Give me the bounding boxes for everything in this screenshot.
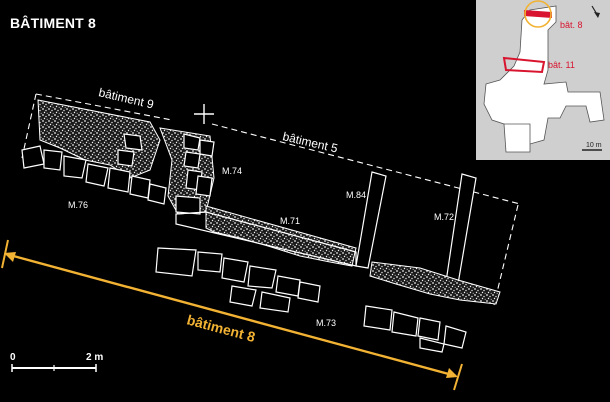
north-arrow-icon (591, 5, 600, 18)
wall-m71-outline (175, 211, 357, 267)
label-m76: M.76 (68, 200, 88, 210)
scale-end: 2 m (86, 352, 103, 363)
label-batiment-8: bâtiment 8 (185, 311, 257, 345)
inset-bat8-outline (524, 10, 552, 18)
scale-zero: 0 (10, 352, 16, 363)
wall-m73-stones (155, 247, 467, 353)
label-m74: M.74 (222, 166, 242, 176)
label-m71: M.71 (280, 216, 300, 226)
label-m72: M.72 (434, 212, 454, 222)
survey-cross-icon (194, 104, 214, 124)
inset-map: bât. 8 bât. 11 10 m (476, 0, 610, 160)
wall-m76-stones (21, 133, 167, 205)
label-batiment-5: bâtiment 5 (281, 129, 339, 155)
label-m73: M.73 (316, 318, 336, 328)
wall-m71-rubble (205, 205, 357, 267)
inset-bat11-outline (502, 56, 546, 74)
inset-scale-label: 10 m (586, 142, 602, 149)
inset-bat8-highlight (524, 0, 552, 28)
wall-m74 (175, 133, 215, 215)
scale-bar: 0 2 m (10, 352, 103, 372)
wall-m72 (445, 173, 477, 285)
rubble-east (369, 261, 501, 305)
figure-title: BÂTIMENT 8 (10, 15, 96, 31)
wall-m84 (355, 171, 387, 269)
inset-building-lower (503, 123, 531, 153)
extent-arrow (1, 239, 463, 391)
inset-label-bat8: bât. 8 (560, 20, 583, 30)
label-m84: M.84 (346, 190, 366, 200)
inset-label-bat11: bât. 11 (548, 60, 575, 70)
